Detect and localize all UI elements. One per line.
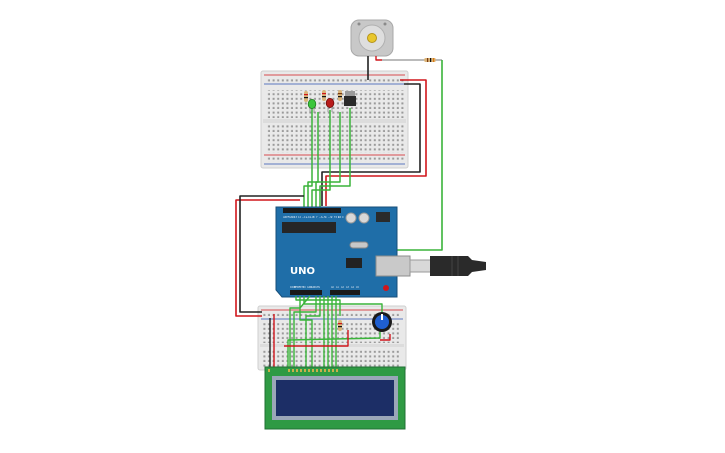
analog-label: A1 — [336, 286, 339, 289]
arduino-uno[interactable]: UNO AREF GND 13 12 ~11 ~10 ~9 8 7 ~6 ~5 … — [275, 206, 411, 298]
analog-label: A3 — [346, 286, 349, 289]
resistor-motor[interactable] — [382, 58, 442, 62]
dc-motor[interactable] — [350, 19, 394, 57]
led-green[interactable] — [307, 99, 317, 113]
header-label: ~5 — [322, 216, 326, 219]
transistor[interactable] — [344, 91, 356, 106]
resistor-transistor[interactable] — [338, 90, 342, 101]
header-labels: AREF GND 13 12 ~11 ~10 ~9 8 7 ~6 ~5 4 ~3… — [283, 216, 344, 219]
header-label: ~9 — [310, 216, 314, 219]
analog-label: A2 — [341, 286, 344, 289]
analog-header[interactable] — [330, 290, 360, 295]
header-label: 7 — [316, 216, 318, 219]
header-label: 8 — [313, 216, 315, 219]
usb-port[interactable] — [375, 255, 411, 277]
power-label: IOREF — [290, 286, 297, 289]
power-label: 5V — [303, 286, 306, 289]
arduino-logo: UNO — [290, 266, 315, 277]
reset-button[interactable] — [383, 285, 389, 291]
analog-labels: A0 A1 A2 A3 A4 A5 — [331, 286, 359, 289]
analog-label: A4 — [351, 286, 354, 289]
lcd-pins — [268, 369, 338, 372]
header-label: TX 1 — [334, 216, 340, 219]
power-labels: IOREF RESET 3.3V 5V GND GND VIN — [290, 286, 320, 289]
resistor-lcd[interactable] — [338, 320, 342, 331]
power-label: 3.3V — [299, 286, 304, 289]
header-label: AREF — [283, 216, 290, 219]
wires-top — [235, 56, 443, 317]
header-label: ~6 — [319, 216, 323, 219]
potentiometer[interactable] — [372, 312, 392, 332]
header-label: 4 — [325, 216, 327, 219]
breadboard-top — [260, 70, 409, 169]
header-label: RX 0 — [338, 216, 344, 219]
header-label: ~3 — [328, 216, 332, 219]
microcontroller-chip — [282, 222, 336, 233]
analog-label: A0 — [331, 286, 334, 289]
usb-cable[interactable] — [409, 256, 486, 276]
resistor-led-2[interactable] — [322, 90, 326, 101]
power-label: GND — [307, 286, 312, 289]
resistor-led-1[interactable] — [304, 91, 308, 102]
wires-bottom — [269, 295, 391, 372]
header-label: GND — [289, 216, 295, 219]
analog-label: A5 — [356, 286, 359, 289]
header-label: ~10 — [306, 216, 312, 219]
power-label: RESET — [294, 286, 302, 289]
led-red[interactable] — [325, 98, 335, 112]
header-label: 12 — [298, 216, 302, 219]
header-label: 13 — [294, 216, 298, 219]
lcd-screen — [276, 380, 394, 416]
power-header[interactable] — [290, 290, 322, 295]
lcd-16x2[interactable] — [264, 366, 406, 430]
digital-header[interactable] — [283, 208, 341, 213]
power-label: GND — [311, 286, 316, 289]
power-label: VIN — [316, 286, 320, 289]
header-label: ~11 — [302, 216, 308, 219]
header-label: 2 — [331, 216, 333, 219]
